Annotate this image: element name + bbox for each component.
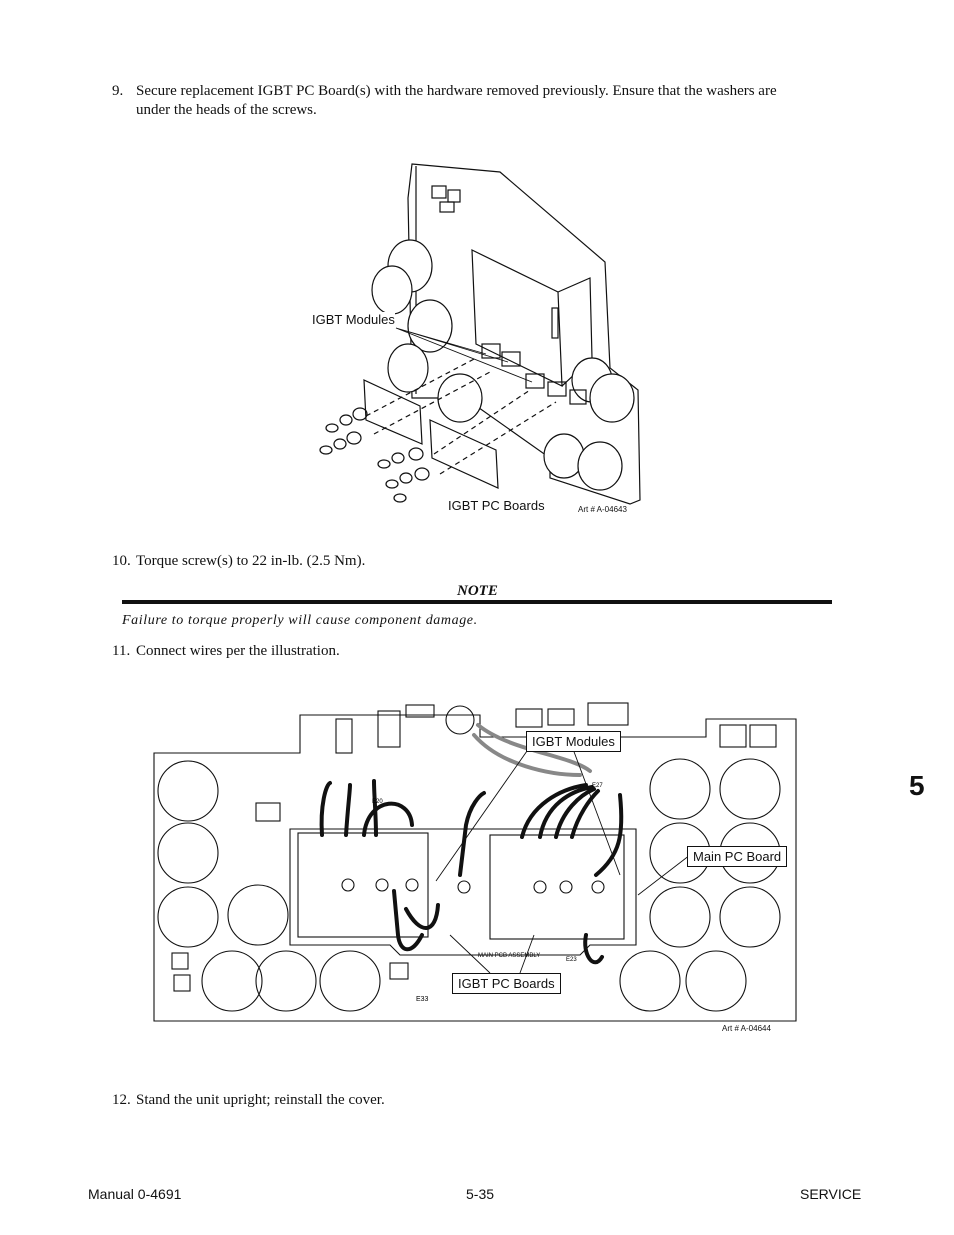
silk-e27: E27: [592, 783, 603, 789]
step-number: 11.: [112, 643, 131, 659]
step-10: 10. Torque screw(s) to 22 in-lb. (2.5 Nm…: [112, 552, 712, 572]
silk-e23: E23: [566, 957, 577, 963]
note-text: Failure to torque properly will cause co…: [122, 613, 478, 628]
footer-page-number: 5-35: [466, 1186, 495, 1202]
label-main-pc-board-box: Main PC Board: [687, 846, 788, 867]
step-number: 9.: [112, 83, 124, 99]
step-text: Secure replacement IGBT PC Board(s) with…: [136, 83, 777, 99]
step-12: 12. Stand the unit upright; reinstall th…: [112, 1091, 712, 1111]
silk-e33: E33: [416, 996, 429, 1003]
label-igbt-modules: IGBT Modules: [312, 312, 395, 327]
silk-main-pcb: MAIN PCB ASSEMBLY: [478, 953, 540, 959]
step-9: 9. Secure replacement IGBT PC Board(s) w…: [112, 82, 892, 122]
figure-igbt-board-install: IGBT Modules IGBT PC Boards Art # A-0464…: [300, 158, 650, 520]
note-divider: [122, 600, 832, 604]
label-igbt-modules-box: IGBT Modules: [526, 731, 621, 752]
art-number: Art # A-04643: [578, 505, 627, 514]
footer-manual-number: Manual 0-4691: [88, 1186, 182, 1202]
figure-wiring-diagram: MAIN PCB ASSEMBLY E33 E27 E23 E20 IGBT M…: [150, 695, 800, 1035]
main-pcb-wiring-drawing: MAIN PCB ASSEMBLY E33 E27 E23 E20: [153, 702, 797, 1022]
step-text-continued: under the heads of the screws.: [136, 102, 317, 118]
step-text: Torque screw(s) to 22 in-lb. (2.5 Nm).: [136, 553, 366, 569]
step-11: 11. Connect wires per the illustration.: [112, 642, 712, 662]
label-igbt-pc-boards: IGBT PC Boards: [448, 498, 545, 513]
step-number: 12.: [112, 1092, 131, 1108]
step-text: Connect wires per the illustration.: [136, 643, 340, 659]
step-text: Stand the unit upright; reinstall the co…: [136, 1092, 385, 1108]
footer-section-name: SERVICE: [800, 1186, 862, 1202]
art-number: Art # A-04644: [722, 1024, 771, 1033]
step-number: 10.: [112, 553, 131, 569]
section-tab: 5: [909, 770, 925, 801]
exploded-view-drawing: [319, 163, 641, 505]
silk-e20: E20: [372, 799, 383, 805]
note-title: NOTE: [457, 583, 498, 599]
label-igbt-pc-boards-box: IGBT PC Boards: [452, 973, 561, 994]
